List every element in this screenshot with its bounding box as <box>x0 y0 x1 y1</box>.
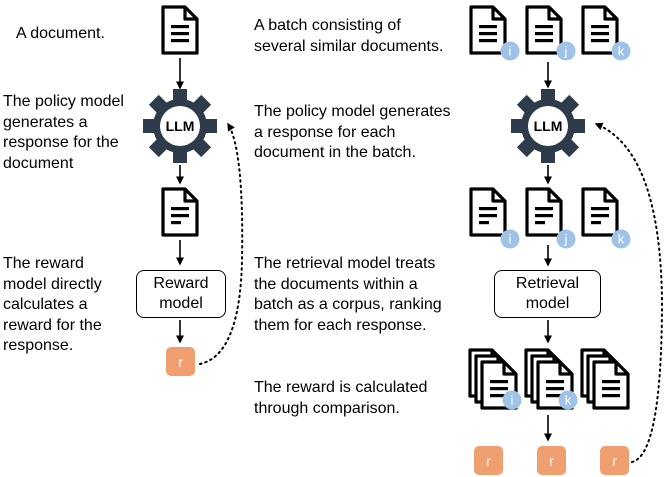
reward-model-box: Reward model <box>136 270 226 318</box>
response-documents <box>469 187 619 237</box>
document-icon <box>581 5 619 55</box>
gear-label: LLM <box>534 118 563 134</box>
reward-label: r <box>549 452 554 469</box>
svg-text:j: j <box>564 232 568 247</box>
gear-icon: LLM <box>143 89 217 163</box>
reward-box: r <box>166 347 195 376</box>
badge-k: k <box>611 229 631 249</box>
document-icon <box>469 5 507 55</box>
svg-text:i: i <box>509 232 512 247</box>
badge-k: k <box>611 41 631 61</box>
badge-i: i <box>500 229 520 249</box>
batch-documents <box>469 5 619 55</box>
right-comparison-caption: The reward is calculated through compari… <box>254 379 428 417</box>
right-policy-caption: The policy model generates a response fo… <box>254 103 451 161</box>
svg-text:k: k <box>618 44 625 59</box>
document-icon <box>525 5 563 55</box>
reward-label: r <box>486 452 491 469</box>
right-retrieval-caption: The retrieval model treats the documents… <box>254 255 442 334</box>
gear-icon: LLM <box>511 89 585 163</box>
document-icon <box>161 5 199 55</box>
document-icon <box>161 187 199 237</box>
svg-text:i: i <box>511 393 514 408</box>
feedback-arrow <box>199 122 244 365</box>
badge-j: j <box>556 41 576 61</box>
reward-box: r <box>474 446 503 475</box>
badge-j: j <box>556 229 576 249</box>
stacked-documents-icon <box>580 348 630 410</box>
feedback-arrow <box>594 122 664 463</box>
svg-text:i: i <box>509 44 512 59</box>
badge-i: i <box>500 41 520 61</box>
badge-i: i <box>502 390 522 410</box>
svg-text:k: k <box>618 232 625 247</box>
left-reward-caption: The reward model directly calculates a r… <box>3 255 102 354</box>
document-icon <box>581 187 619 237</box>
badge-k: k <box>558 390 578 410</box>
svg-text:k: k <box>565 393 572 408</box>
retrieval-model-box: Retrieval model <box>494 270 601 318</box>
reward-box: r <box>537 446 566 475</box>
left-policy-caption: The policy model generates a response fo… <box>3 93 124 172</box>
reward-box: r <box>600 446 629 475</box>
right-batch-caption: A batch consisting of several similar do… <box>254 17 444 55</box>
gear-label: LLM <box>166 118 195 134</box>
svg-text:j: j <box>564 44 568 59</box>
document-icon <box>525 187 563 237</box>
reward-label: r <box>612 452 617 469</box>
badges-row2: i j k <box>500 229 631 249</box>
left-document-caption: A document. <box>16 25 105 42</box>
document-icon <box>469 187 507 237</box>
reward-label: r <box>178 353 183 370</box>
badges-row1: i j k <box>500 41 631 61</box>
